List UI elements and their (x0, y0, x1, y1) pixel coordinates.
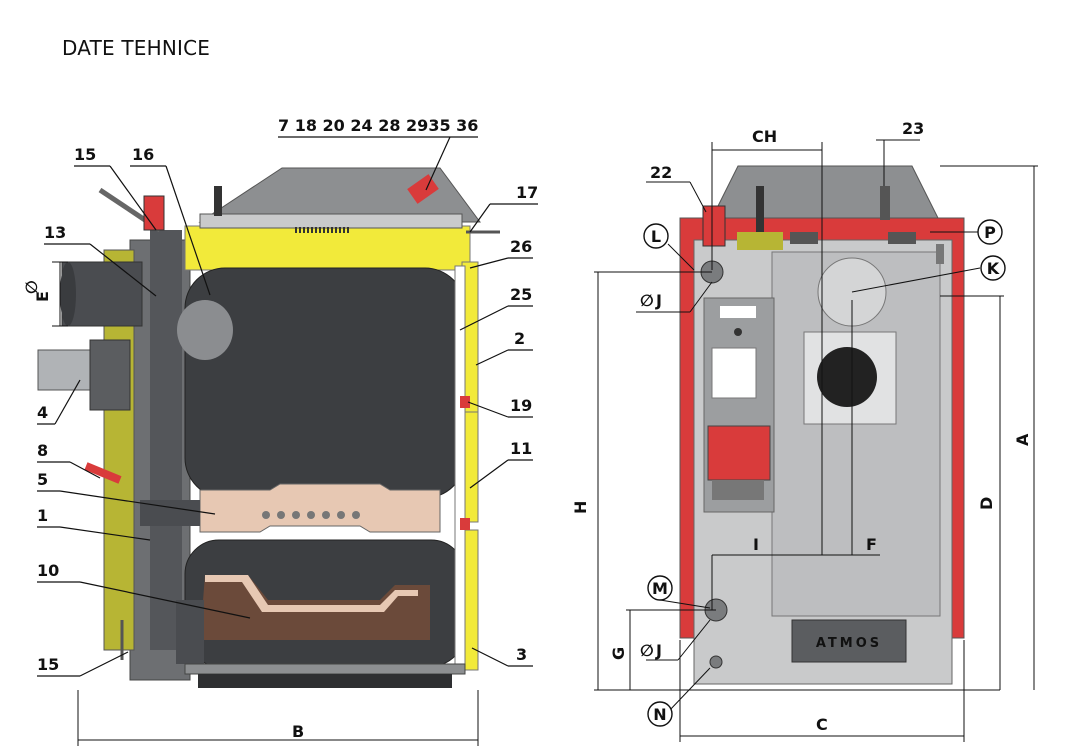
label-d: D (977, 497, 996, 510)
lower-door-pipe (176, 600, 204, 664)
label-15a: 15 (74, 145, 96, 164)
base-frame (184, 663, 466, 675)
label-26: 26 (510, 237, 532, 256)
label-i: I (753, 535, 759, 554)
label-17: 17 (516, 183, 538, 202)
rear-cap-right (888, 232, 916, 244)
rear-p-fitting (936, 244, 944, 264)
label-2: 2 (514, 329, 525, 348)
section-leader-lines (37, 136, 538, 677)
label-19: 19 (510, 396, 532, 415)
control-module (707, 425, 771, 481)
top-cover-plate (199, 213, 463, 229)
label-1: 1 (37, 506, 48, 525)
nozzle-holes (262, 511, 360, 519)
label-22: 22 (650, 163, 672, 182)
page-title: DATE TEHNICE (62, 36, 211, 60)
rear-top-pipe-23 (880, 186, 890, 220)
label-3: 3 (516, 645, 527, 664)
thermostat-knob (143, 195, 165, 231)
control-knob (734, 328, 742, 336)
label-e: E (33, 291, 52, 302)
label-ch: CH (752, 127, 777, 146)
label-23: 23 (902, 119, 924, 138)
label-diameter-e-symbol: ∅ (22, 280, 41, 294)
control-display (711, 347, 757, 399)
label-g: G (609, 647, 628, 660)
label-4: 4 (37, 403, 48, 422)
label-k: K (987, 259, 1000, 278)
brand-plate (791, 619, 907, 663)
label-l: L (651, 227, 661, 246)
chamber-opening (177, 300, 233, 360)
label-j2-symbol: ∅ (640, 641, 654, 660)
label-p: P (984, 223, 996, 242)
boiler-rear-view: ATMOS (679, 165, 965, 685)
label-a: A (1013, 433, 1032, 446)
rear-wall-gap (454, 265, 466, 667)
upper-combustion-chamber (184, 267, 466, 499)
label-b: B (292, 722, 304, 741)
door-frame (150, 230, 182, 650)
rear-seal-lower (460, 518, 470, 530)
control-vent (712, 480, 764, 500)
roof-sensor (214, 186, 222, 216)
label-j1-symbol: ∅ (640, 291, 654, 310)
brand-label: ATMOS (816, 636, 882, 651)
section-dimensions (52, 261, 479, 746)
rear-seal-19 (460, 396, 470, 408)
label-m: M (652, 579, 668, 598)
nozzle-refractory (199, 483, 441, 533)
drain-n (709, 655, 723, 669)
control-label-plate (720, 306, 756, 318)
label-11: 11 (510, 439, 532, 458)
label-25: 25 (510, 285, 532, 304)
label-13: 13 (44, 223, 66, 242)
roof-valve (407, 174, 439, 204)
base-leg (198, 674, 452, 688)
label-15b: 15 (37, 655, 59, 674)
label-top-parts: 7 18 20 24 28 2935 36 (278, 116, 478, 135)
label-10: 10 (37, 561, 59, 580)
flue-pipe-end (60, 262, 76, 326)
rear-roof (711, 165, 939, 219)
boiler-section-view (37, 167, 500, 688)
rear-dimension-lines (594, 139, 1038, 742)
label-8: 8 (37, 441, 48, 460)
label-f: F (866, 535, 877, 554)
label-j2: J (655, 641, 662, 660)
label-j1: J (655, 291, 662, 310)
label-5: 5 (37, 470, 48, 489)
label-c: C (816, 715, 828, 734)
handle-8 (84, 462, 122, 484)
rear-valve-22 (702, 205, 726, 247)
fan-housing (89, 339, 131, 411)
ash-refractory (205, 575, 418, 612)
label-n: N (653, 705, 666, 724)
fan-opening (817, 347, 877, 407)
rear-cap-left (790, 232, 818, 244)
label-h: H (571, 501, 590, 514)
rear-elbow (737, 232, 783, 250)
rear-callout-circles (643, 219, 1006, 727)
label-16: 16 (132, 145, 154, 164)
rear-top-sensor (756, 186, 764, 232)
